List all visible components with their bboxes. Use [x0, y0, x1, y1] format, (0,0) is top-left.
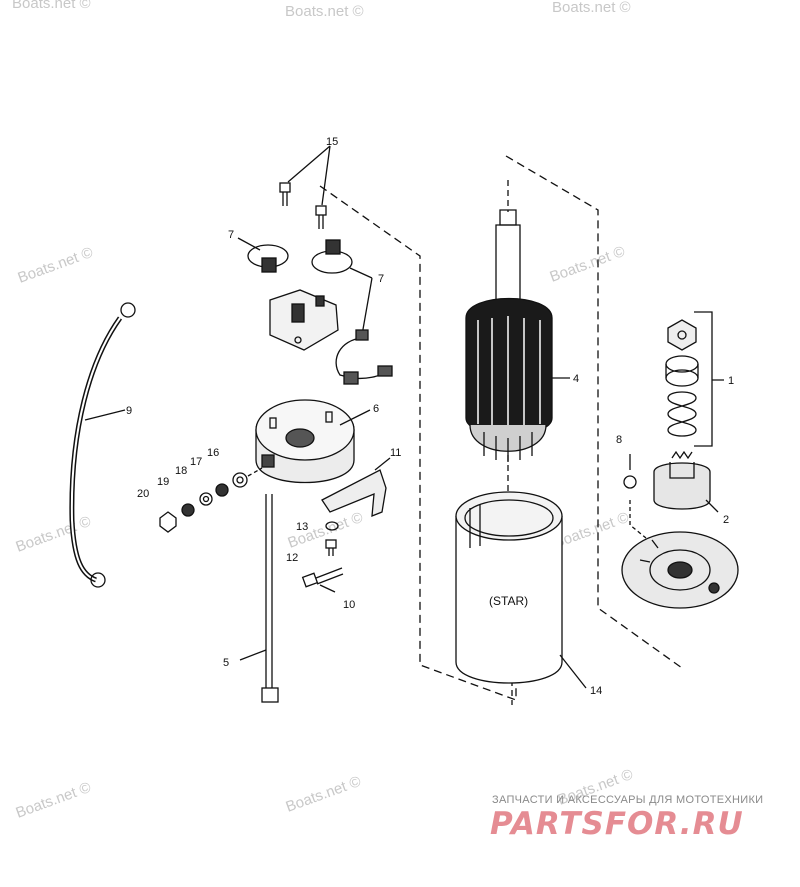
leader-7b — [349, 267, 373, 336]
spacer-1 — [665, 355, 699, 387]
screw-15a — [279, 182, 291, 206]
callout-13: 13 — [296, 521, 308, 533]
watermark: Boats.net © — [552, 509, 632, 552]
frame-tube-14 — [455, 491, 563, 684]
bolt-10 — [301, 567, 344, 588]
bracket-11 — [321, 469, 387, 517]
callout-6: 6 — [373, 403, 379, 415]
leader-7a — [237, 237, 261, 251]
callout-11: 11 — [390, 447, 401, 459]
callout-4: 4 — [573, 373, 579, 385]
washer-13 — [325, 521, 339, 531]
screw-15b — [315, 205, 327, 229]
watermark: Boats.net © — [14, 513, 94, 556]
washer-19 — [181, 503, 195, 517]
callout-10: 10 — [343, 599, 355, 611]
callout-7a: 7 — [228, 229, 234, 241]
through-bolt-5 — [261, 494, 279, 703]
callout-5: 5 — [223, 657, 229, 669]
leader-15 — [287, 145, 331, 206]
drive-end-plate — [621, 531, 739, 609]
battery-cable-9 — [69, 316, 123, 583]
brand-logo[interactable]: PARTSFOR.RU — [490, 806, 744, 842]
cable-terminal — [120, 302, 136, 318]
assembly-frame — [319, 185, 517, 701]
leader-9 — [84, 409, 126, 421]
callout-16: 16 — [207, 447, 219, 459]
watermark: Boats.net © — [16, 244, 96, 287]
callout-18: 18 — [175, 465, 187, 477]
callout-9: 9 — [126, 405, 132, 417]
brand-subtitle: ЗАПЧАСТИ И АКСЕССУАРЫ ДЛЯ МОТОТЕХНИКИ — [492, 794, 764, 806]
parts — [69, 145, 739, 705]
spring-1 — [667, 391, 697, 437]
leader-14 — [559, 654, 587, 689]
end-housing-6 — [255, 399, 355, 484]
callout-7b: 7 — [378, 273, 384, 285]
leader-11 — [374, 457, 391, 471]
nut-1 — [667, 319, 697, 351]
watermark: Boats.net © — [552, 0, 631, 16]
washer-17 — [215, 483, 229, 497]
callout-14: 14 — [590, 685, 602, 697]
nut-20 — [159, 511, 177, 533]
screw-12 — [325, 539, 337, 556]
watermark: Boats.net © — [12, 0, 91, 12]
callout-20: 20 — [137, 488, 149, 500]
armature-4 — [465, 209, 553, 462]
watermark: Boats.net © — [285, 3, 364, 20]
callout-1: 1 — [728, 375, 734, 387]
callout-15: 15 — [326, 136, 338, 148]
callout-19: 19 — [157, 476, 169, 488]
washer-18 — [199, 492, 213, 506]
watermark: Boats.net © — [14, 779, 94, 822]
pinion-2 — [653, 450, 711, 510]
leader-5 — [239, 649, 267, 661]
callouts: 1 2 4 5 6 7 7 8 9 10 11 12 13 14 15 16 1… — [126, 136, 734, 697]
watermark: Boats.net © — [284, 773, 364, 816]
frame-label: (STAR) — [489, 594, 528, 608]
bracket-1 — [694, 311, 724, 447]
callout-17: 17 — [190, 456, 202, 468]
watermark: Boats.net © — [548, 243, 628, 286]
center-axis — [507, 180, 513, 705]
callout-12: 12 — [286, 552, 298, 564]
brush-7a — [261, 257, 277, 273]
callout-8: 8 — [616, 434, 622, 446]
cable-terminal — [90, 572, 106, 588]
callout-2: 2 — [723, 514, 729, 526]
leader-6 — [339, 409, 371, 426]
washer-16 — [232, 472, 248, 488]
leader-2 — [705, 499, 719, 513]
washer-8 — [623, 475, 637, 489]
assembly-frame-right — [505, 155, 683, 669]
brush-7b — [325, 239, 341, 255]
leader-10 — [319, 584, 336, 593]
